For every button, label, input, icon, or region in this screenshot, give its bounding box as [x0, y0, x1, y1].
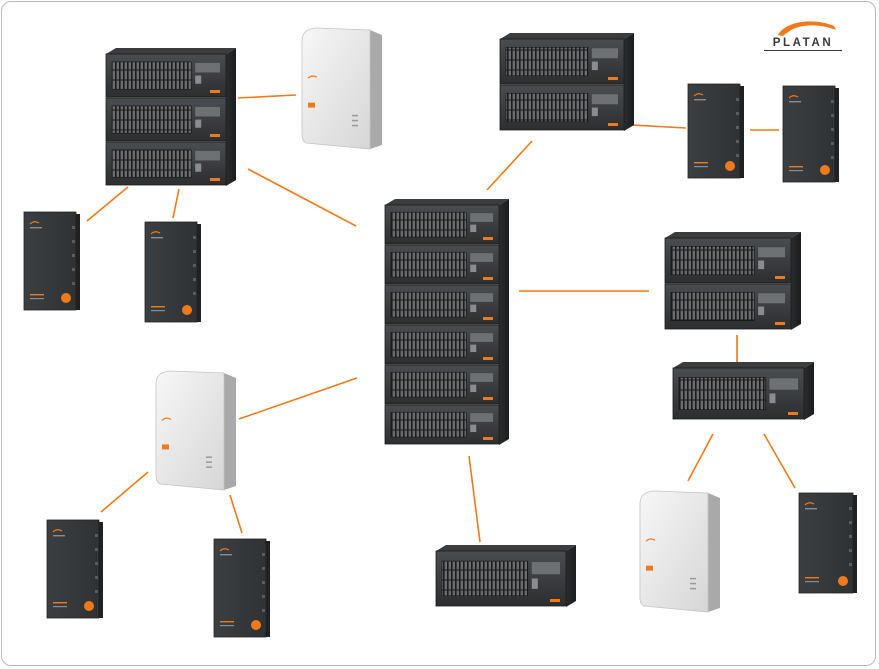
connection-lines: [86, 94, 796, 543]
link-3u-to-dark-b: [172, 188, 180, 219]
rack-2u-right: [664, 232, 801, 330]
white-wall-top: [301, 27, 382, 150]
link-1u-to-dark-e: [763, 433, 796, 489]
link-1u-to-white-br: [687, 433, 714, 482]
link-central-to-white-left: [238, 377, 358, 420]
rack-module: [499, 84, 625, 131]
dark-wall-c: [687, 83, 744, 179]
dark-wall-d: [782, 85, 839, 183]
rack-module: [384, 204, 500, 245]
white-wall-left: [155, 370, 236, 491]
brand-name: PLATAN: [772, 37, 834, 49]
link-white-left-to-dark-f: [100, 471, 149, 513]
dark-wall-g: [213, 538, 270, 638]
central-rack-6u: [384, 199, 509, 445]
platan-swoosh-icon: [778, 21, 836, 36]
link-3u-to-dark-a: [86, 186, 129, 222]
rack-module: [672, 367, 805, 420]
rack-1u-right: [672, 362, 814, 420]
link-3u-to-central: [247, 168, 357, 227]
rack-1u-bottom: [435, 545, 576, 607]
link-central-to-1u-bottom: [468, 455, 481, 543]
dark-wall-a: [23, 211, 80, 311]
link-2u-top-to-central: [486, 140, 533, 191]
rack-module: [105, 141, 227, 186]
rack-module: [664, 237, 792, 284]
link-3u-to-white-top: [237, 94, 297, 99]
rack-module: [384, 404, 500, 445]
dark-wall-e: [798, 492, 857, 594]
dark-wall-f: [46, 519, 103, 619]
rack-module: [384, 324, 500, 365]
rack-module: [384, 364, 500, 405]
link-white-left-to-dark-g: [229, 494, 243, 534]
rack-module: [384, 244, 500, 285]
rack-module: [105, 97, 227, 142]
rack-module: [664, 283, 792, 330]
rack-2u-top-right: [499, 33, 634, 131]
white-wall-bottom-right: [639, 490, 720, 613]
rack-3u-top-left: [105, 48, 236, 186]
brand-underline: [764, 50, 842, 51]
rack-module: [105, 53, 227, 98]
rack-module: [435, 550, 567, 607]
rack-module: [499, 38, 625, 85]
rack-module: [384, 284, 500, 325]
dark-wall-b: [144, 221, 201, 323]
